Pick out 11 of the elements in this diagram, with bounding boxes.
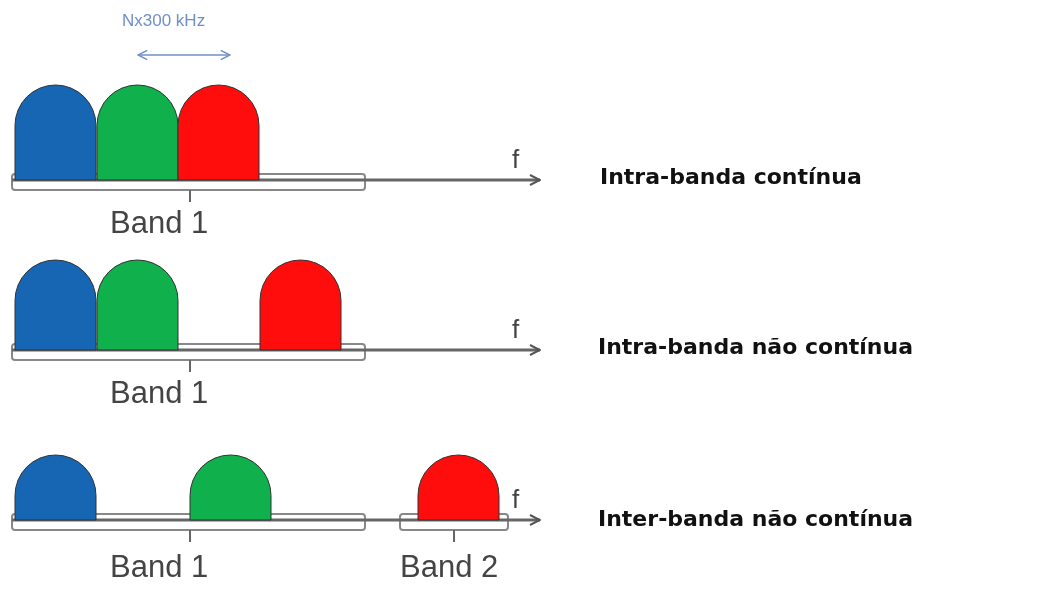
axis-label: f xyxy=(512,316,520,342)
band-label: Band 1 xyxy=(110,377,209,408)
band-label: Band 2 xyxy=(400,551,499,582)
spacing-label: Nx300 kHz xyxy=(122,12,206,29)
band-label: Band 1 xyxy=(110,207,209,238)
aggregation-type: Intra-banda não contínua xyxy=(598,336,914,358)
axis-label: f xyxy=(512,486,520,512)
aggregation-type: Intra-banda contínua xyxy=(600,166,862,188)
band-label: Band 1 xyxy=(110,551,209,582)
aggregation-type: Inter-banda não contínua xyxy=(598,508,914,530)
axis-label: f xyxy=(512,146,520,172)
